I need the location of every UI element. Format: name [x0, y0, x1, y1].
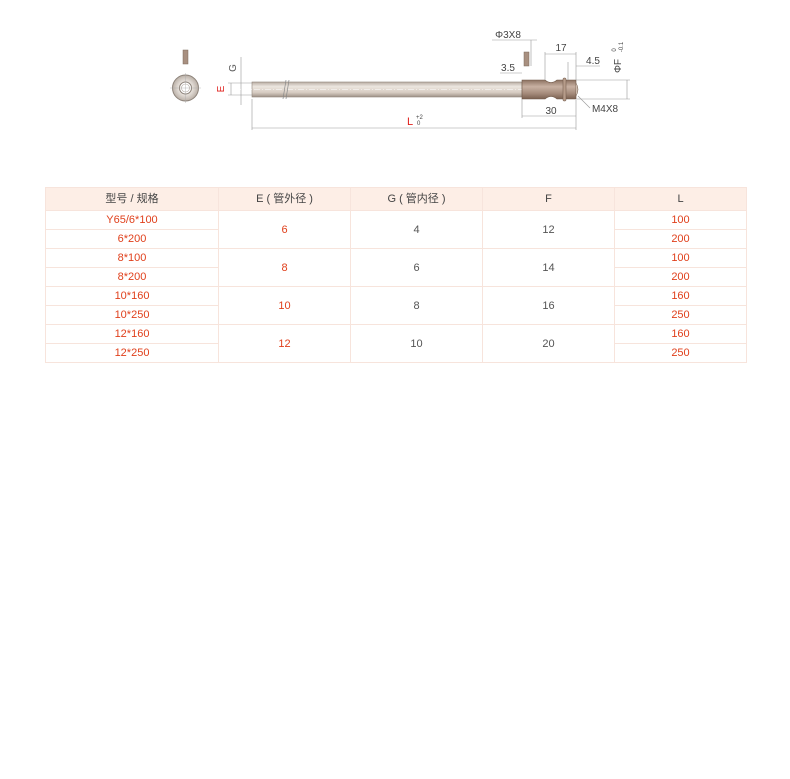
l-cell: 200 — [614, 229, 747, 249]
g-cell: 4 — [350, 210, 483, 249]
e-cell: 10 — [218, 286, 351, 325]
f-label: ΦF — [613, 59, 624, 73]
l-label: L — [407, 116, 413, 128]
f-cell: 12 — [482, 210, 615, 249]
model-cell: 10*250 — [45, 305, 219, 325]
dim-30-label: 30 — [545, 106, 557, 117]
header-model: 型号 / 规格 — [45, 187, 219, 211]
l-cell: 250 — [614, 343, 747, 363]
l-tol-lower: 0 — [417, 121, 421, 127]
dim-17-label: 17 — [555, 43, 567, 54]
header-l: L — [614, 187, 747, 211]
head — [521, 51, 579, 102]
dim-3-5-label: 3.5 — [501, 63, 515, 74]
f-tol-upper: 0 — [612, 48, 618, 52]
header-e: E ( 管外径 ) — [218, 187, 351, 211]
model-cell: 12*250 — [45, 343, 219, 363]
dim-g-e: G E — [216, 57, 252, 105]
f-tol-lower: -0.1 — [619, 41, 625, 52]
pin-side-view — [182, 49, 189, 65]
break-mark — [282, 79, 287, 100]
table-row: 12*250 250 — [45, 343, 747, 363]
table-row: 8*100 8 6 14 100 — [45, 248, 747, 287]
table-row: 12*160 12 10 20 160 — [45, 324, 747, 363]
g-cell: 6 — [350, 248, 483, 287]
g-label: G — [228, 64, 239, 72]
thread-label: M4X8 — [592, 104, 619, 115]
l-cell: 160 — [614, 286, 747, 306]
spec-table: 型号 / 规格 E ( 管外径 ) G ( 管内径 ) F L Y65/6*10… — [45, 187, 747, 363]
pin-dim-label: Φ3X8 — [495, 30, 521, 41]
model-cell: 10*160 — [45, 286, 219, 306]
l-cell: 160 — [614, 324, 747, 344]
model-cell: Y65/6*100 — [45, 210, 219, 230]
header-f: F — [482, 187, 615, 211]
l-cell: 100 — [614, 248, 747, 268]
technical-drawing: G E Φ3X8 17 4.5 — [170, 30, 630, 130]
l-tol-upper: +2 — [416, 115, 424, 121]
o-ring — [562, 77, 567, 102]
tube — [232, 79, 580, 100]
end-view — [170, 49, 201, 103]
dimension-labels: Φ3X8 17 4.5 3.5 30 M4X8 L +2 0 ΦF 0 -0.1 — [407, 30, 625, 128]
header-g: G ( 管内径 ) — [350, 187, 483, 211]
dim-4-5-label: 4.5 — [586, 56, 600, 67]
e-cell: 8 — [218, 248, 351, 287]
table-row: 6*200 200 — [45, 229, 747, 249]
g-cell: 8 — [350, 286, 483, 325]
model-cell: 8*200 — [45, 267, 219, 287]
f-cell: 16 — [482, 286, 615, 325]
pin — [523, 51, 530, 67]
table-row: 10*160 10 8 16 160 — [45, 286, 747, 325]
l-cell: 250 — [614, 305, 747, 325]
dimension-lines — [251, 39, 630, 130]
l-cell: 100 — [614, 210, 747, 230]
table-header-row: 型号 / 规格 E ( 管外径 ) G ( 管内径 ) F L — [45, 187, 747, 211]
model-cell: 6*200 — [45, 229, 219, 249]
f-cell: 20 — [482, 324, 615, 363]
table-row: Y65/6*100 6 4 12 100 — [45, 210, 747, 249]
e-cell: 6 — [218, 210, 351, 249]
model-cell: 12*160 — [45, 324, 219, 344]
model-cell: 8*100 — [45, 248, 219, 268]
l-cell: 200 — [614, 267, 747, 287]
f-cell: 14 — [482, 248, 615, 287]
g-cell: 10 — [350, 324, 483, 363]
e-label: E — [216, 85, 227, 92]
e-cell: 12 — [218, 324, 351, 363]
